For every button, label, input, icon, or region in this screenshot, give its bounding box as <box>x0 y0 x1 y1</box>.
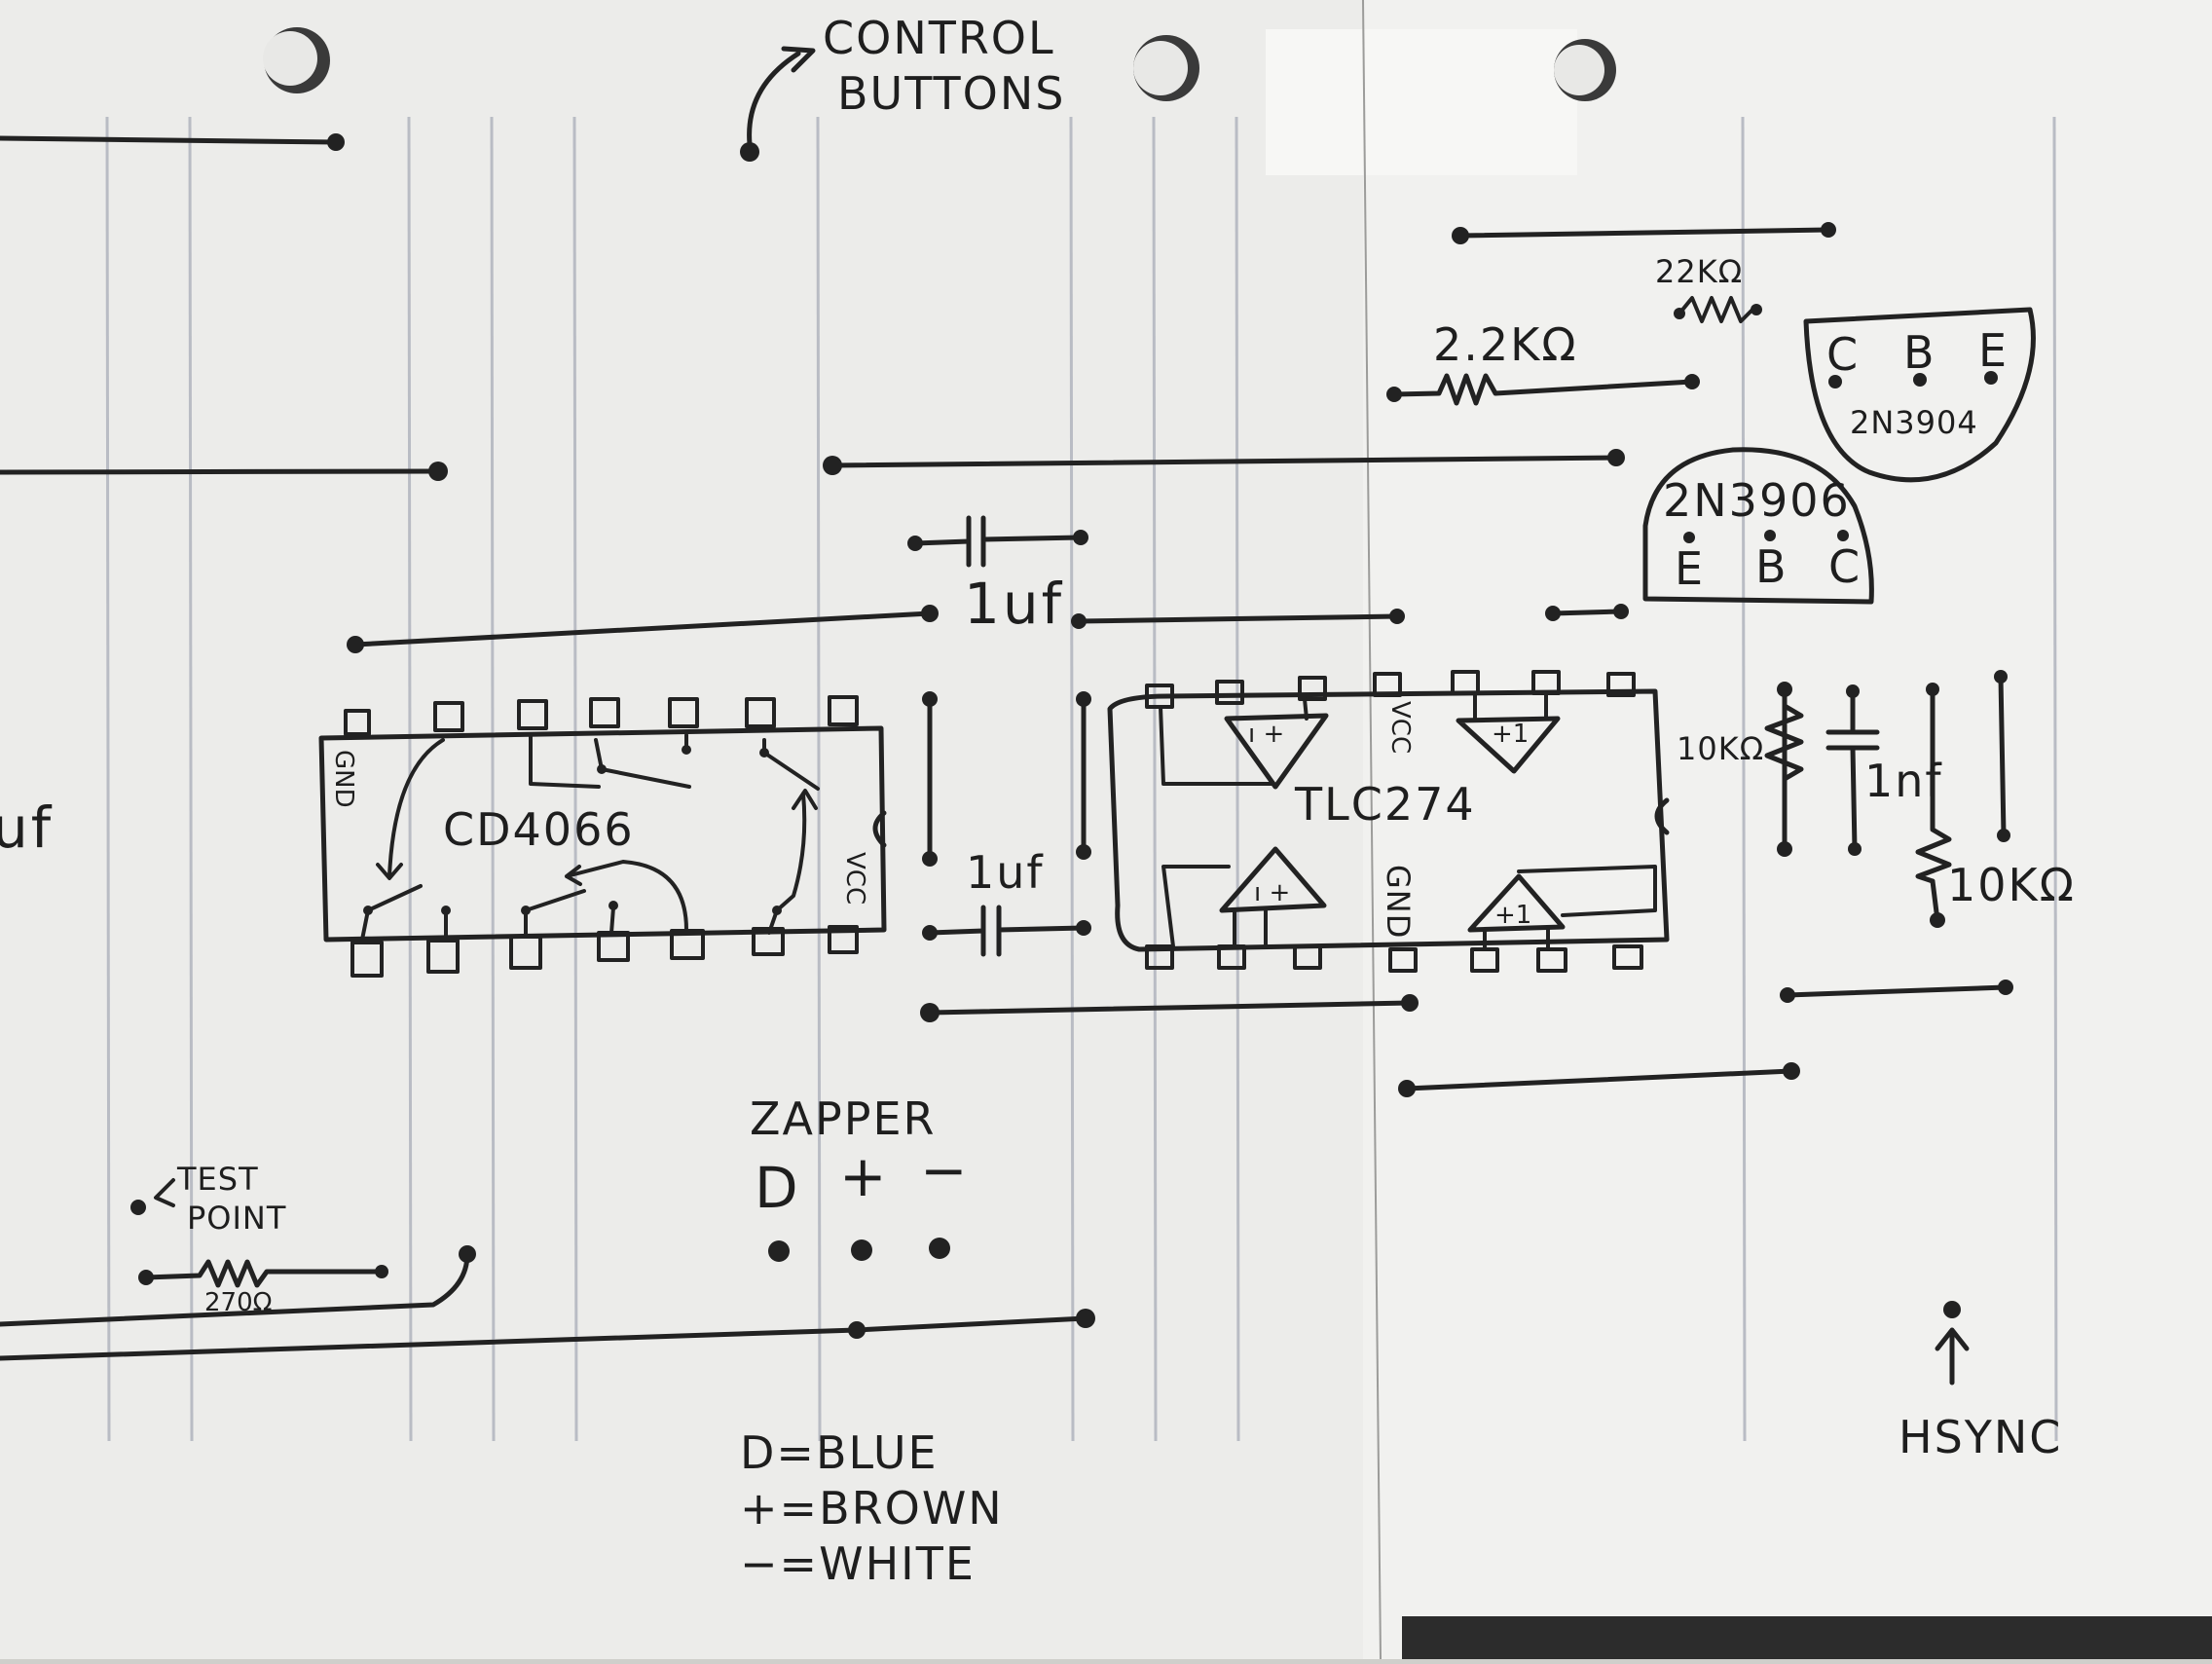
zapper-connector: ZAPPER D + − <box>750 1092 971 1262</box>
svg-text:ı +: ı + <box>1254 878 1290 907</box>
pnp-pin-b: B <box>1755 540 1788 593</box>
resistor-10k-b-label: 10KΩ <box>1947 859 2076 911</box>
npn-pin-c: C <box>1826 328 1860 381</box>
cap-1uf-bottom-label: 1uf <box>966 846 1045 899</box>
zapper-wire-legend: D=BLUE +=BROWN −=WHITE <box>740 1426 1004 1590</box>
npn-name: 2N3904 <box>1850 404 1978 441</box>
tlc274-name: TLC274 <box>1294 778 1476 831</box>
resistor-2k2: 2.2KΩ <box>1386 318 1700 406</box>
zapper-pin-d: D <box>755 1155 801 1221</box>
transistor-2n3904: C B E 2N3904 <box>1803 307 2036 483</box>
cd4066-gnd-label: GND <box>329 750 358 808</box>
tlc274-gnd-label: GND <box>1380 865 1417 939</box>
tlc274-buf-a: +1 <box>1492 720 1529 749</box>
ruled-lines <box>105 116 2058 1442</box>
wire-nodes <box>138 133 2013 1339</box>
pnp-pin-c: C <box>1828 540 1862 593</box>
npn-pin-b: B <box>1903 326 1936 379</box>
tlc274-vcc-label: VCC <box>1385 701 1415 754</box>
resistor-22k: 22KΩ <box>1655 253 1762 323</box>
chip-tlc274: ı + +1 ı + +1 VCC GND TLC274 <box>1107 670 1670 973</box>
cd4066-name: CD4066 <box>443 803 635 856</box>
transistor-2n3906: 2N3906 E B C <box>1642 447 1874 605</box>
control-buttons-label: CONTROL BUTTONS <box>823 12 1065 120</box>
left-edge-label: uf <box>0 795 54 861</box>
hsync-label: HSYNC <box>1899 1411 2062 1463</box>
legend-minus: −=WHITE <box>740 1537 976 1590</box>
hsync-pin: HSYNC <box>1899 1301 2062 1463</box>
resistor-10k-a: 10KΩ <box>1677 686 1804 852</box>
resistor-2k2-label: 2.2KΩ <box>1433 318 1577 371</box>
pnp-pin-e: E <box>1675 542 1705 595</box>
legend-plus: +=BROWN <box>740 1482 1004 1535</box>
resistor-22k-label: 22KΩ <box>1655 253 1743 290</box>
zapper-pin-plus: + <box>839 1143 890 1209</box>
cd4066-vcc-label: VCC <box>840 852 869 905</box>
resistor-10k-a-label: 10KΩ <box>1677 730 1764 767</box>
control-label-line2: BUTTONS <box>837 67 1065 120</box>
tlc274-buf-b: +1 <box>1494 901 1531 930</box>
capacitor-1uf-bottom: 1uf <box>922 846 1091 957</box>
cap-1uf-top-label: 1uf <box>964 571 1064 637</box>
cap-1nf-label: 1nf <box>1864 755 1943 807</box>
capacitor-1nf: 1nf <box>1825 684 1943 856</box>
test-point-line1: TEST <box>176 1161 259 1198</box>
chip-cd4066: GND VCC CD4066 <box>318 695 887 978</box>
zapper-title: ZAPPER <box>750 1092 937 1145</box>
resistor-10k-b: 10KΩ <box>1915 771 2076 911</box>
resistor-270-label: 270Ω <box>204 1288 273 1317</box>
test-point-line2: POINT <box>187 1200 286 1237</box>
capacitor-1uf-top: 1uf <box>907 515 1088 637</box>
npn-pin-e: E <box>1978 324 2009 377</box>
resistor-270: 270Ω <box>143 1259 385 1317</box>
control-label-line1: CONTROL <box>823 12 1055 64</box>
binder-holes <box>263 27 1616 101</box>
pnp-name: 2N3906 <box>1663 474 1851 527</box>
svg-text:ı +: ı + <box>1248 720 1284 749</box>
legend-d: D=BLUE <box>740 1426 939 1479</box>
test-point: TEST POINT <box>130 1161 286 1237</box>
zapper-pin-minus: − <box>920 1137 971 1203</box>
